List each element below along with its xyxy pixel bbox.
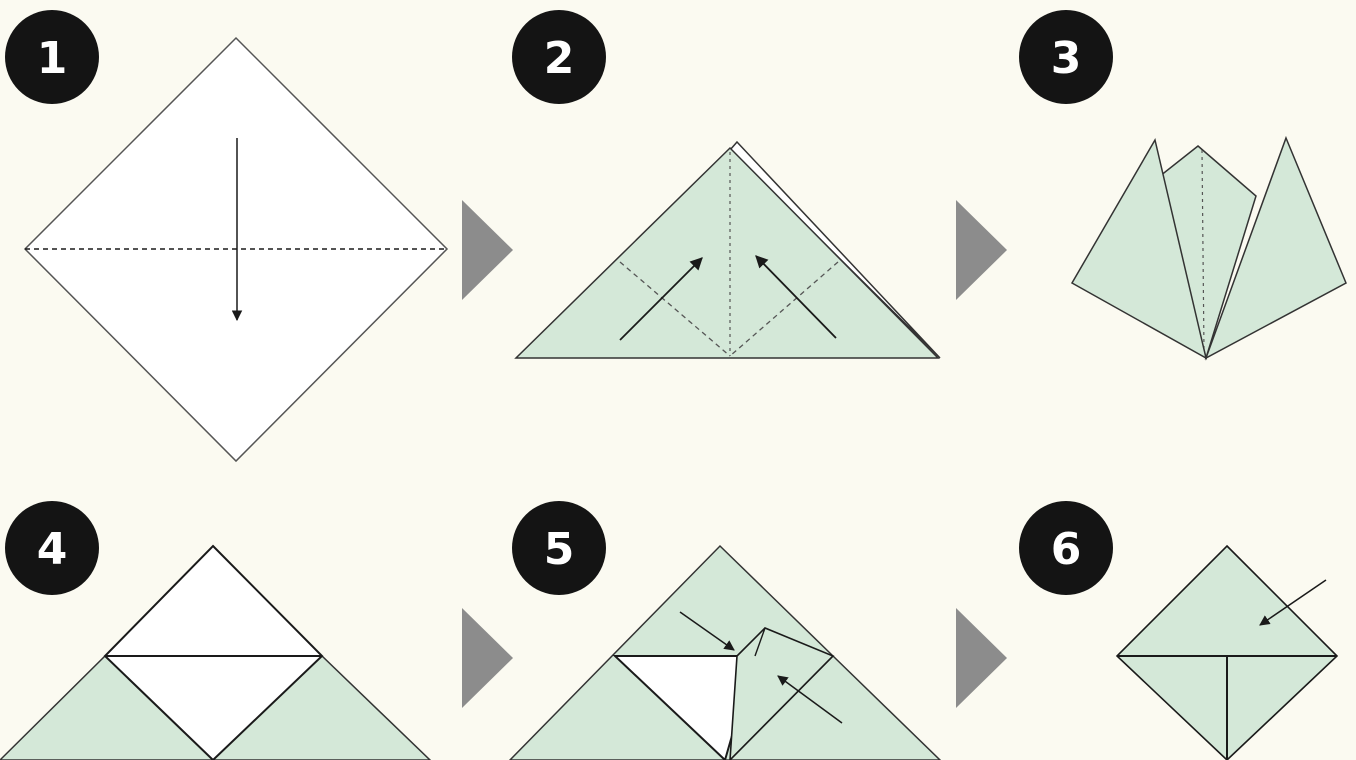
step-4-number: 4 (37, 524, 68, 575)
step-4: 4 (0, 501, 432, 760)
step-2-left-fold-line (619, 261, 731, 357)
next-arrow-4-5 (462, 608, 513, 708)
step-3-center-crease (1201, 149, 1205, 353)
step-3: 3 (1019, 10, 1347, 361)
step-3-badge: 3 (1019, 10, 1113, 104)
step-3-number: 3 (1051, 33, 1082, 84)
step-5-flap-crease (754, 627, 766, 657)
step-6-badge: 6 (1019, 501, 1113, 595)
step-1-badge: 1 (5, 10, 99, 104)
step-4-badge: 4 (5, 501, 99, 595)
step-4-white-diamond (103, 544, 324, 760)
step-2-left-arrow (619, 257, 703, 341)
step-5-folding-flap (729, 627, 835, 760)
step-2-right-arrow (755, 255, 837, 339)
step-5-bottom-arrow (777, 675, 843, 724)
step-5: 5 (508, 501, 942, 760)
step-6: 6 (1019, 501, 1339, 760)
step-6-arrow (1259, 579, 1327, 626)
step-5-badge: 5 (512, 501, 606, 595)
step-3-left-flap (1070, 137, 1208, 360)
next-arrow-2-3 (956, 200, 1007, 300)
next-arrow-5-6 (956, 608, 1007, 708)
step-5-top-arrow (679, 611, 735, 651)
step-6-diamond (1115, 544, 1339, 760)
step-1-number: 1 (37, 33, 68, 84)
step-6-number: 6 (1051, 524, 1082, 575)
step-3-right-flap (1204, 135, 1347, 360)
step-2: 2 (512, 10, 941, 359)
step-5-number: 5 (544, 524, 575, 575)
step-5-base-triangle (508, 544, 942, 760)
next-arrow-1-2 (462, 200, 513, 300)
step-1: 1 (5, 10, 449, 463)
step-2-triangle-paper (514, 146, 940, 359)
step-2-number: 2 (544, 33, 575, 84)
step-2-right-fold-line (729, 261, 839, 357)
step-2-badge: 2 (512, 10, 606, 104)
